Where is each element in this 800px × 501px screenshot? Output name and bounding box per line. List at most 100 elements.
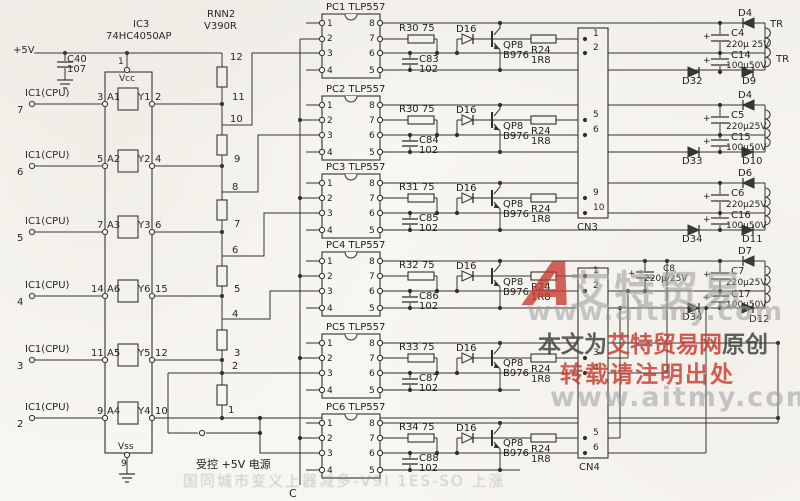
schematic-label: R24 <box>531 45 551 56</box>
schematic-label: C85 <box>419 213 439 224</box>
r31-label: R31 75 <box>399 182 435 193</box>
cap-gap <box>710 295 730 303</box>
pin-terminal <box>376 339 384 347</box>
schematic-label: 8 <box>232 182 238 193</box>
diode-icon <box>741 302 755 314</box>
schematic-label: 1R8 <box>531 292 551 303</box>
schematic-label: 6 <box>155 220 161 231</box>
pc5-title: PC5 TLP557 <box>326 322 385 333</box>
junction-dot <box>497 180 503 186</box>
pin-terminal <box>376 287 384 295</box>
diode-icon <box>461 114 475 126</box>
transistor-emitter-arrow <box>494 363 500 368</box>
buffer-cell <box>117 279 139 303</box>
schematic-label: 1R8 <box>531 55 551 66</box>
schematic-label: R24 <box>531 444 551 455</box>
junction-dot <box>582 117 588 123</box>
ic3-pin1: 1 <box>118 57 124 67</box>
pin-terminal <box>318 272 326 280</box>
rnn2-part: V390R <box>204 21 237 32</box>
schematic-label: B976 <box>503 131 529 142</box>
cap-gap <box>710 116 730 124</box>
schematic-label: 3 <box>327 49 333 59</box>
schematic-label: Y3 <box>137 220 150 231</box>
cap-gap <box>400 458 420 465</box>
schematic-label: 15 <box>155 284 168 295</box>
ic3-body <box>104 71 153 454</box>
ic3-ref: IC3 <box>133 19 149 30</box>
r33-label: R33 75 <box>399 342 435 353</box>
junction-dot <box>454 50 460 56</box>
junction-dot <box>407 210 413 216</box>
junction-dot <box>434 450 440 456</box>
schematic-label: 2 <box>232 361 238 372</box>
pin-terminal <box>376 209 384 217</box>
schematic-label: A2 <box>107 154 120 165</box>
junction-dot <box>454 132 460 138</box>
pin-terminal <box>28 100 36 108</box>
junction-dot <box>407 227 413 233</box>
schematic-label: D16 <box>456 261 476 272</box>
pin-terminal <box>198 429 206 437</box>
junction-dot <box>407 50 413 56</box>
ic-notch <box>344 95 358 103</box>
schematic-label: 4 <box>155 154 161 165</box>
polarity-plus-sign: + <box>703 293 711 303</box>
pin-terminal <box>101 100 109 108</box>
pin-terminal <box>376 354 384 362</box>
schematic-label: D16 <box>456 24 476 35</box>
schematic-label: 4 <box>327 148 333 158</box>
schematic-label: B976 <box>503 209 529 220</box>
junction-dot <box>219 229 225 235</box>
pin-terminal <box>318 304 326 312</box>
pin-terminal <box>28 414 36 422</box>
junction-dot <box>219 293 225 299</box>
junction-dot <box>454 450 460 456</box>
junction-dot <box>407 467 413 473</box>
schematic-label: 11 <box>232 92 245 103</box>
schematic-label: 4 <box>327 66 333 76</box>
tr-label: TR <box>769 19 783 30</box>
schematic-label: 4 <box>327 386 333 396</box>
schematic-label: 2 <box>327 434 333 444</box>
schematic-label: 1R8 <box>531 374 551 385</box>
schematic-label: 3 <box>97 92 103 103</box>
schematic-label: 4 <box>17 297 23 308</box>
junction-dot <box>497 387 503 393</box>
schematic-label: C16 <box>731 210 751 221</box>
schematic-label: C7 <box>731 266 744 277</box>
pin-terminal <box>318 194 326 202</box>
schematic-label: D6 <box>738 168 752 179</box>
schematic-label: 6 <box>369 209 375 219</box>
schematic-label: 11 <box>91 348 104 359</box>
pin-terminal <box>318 466 326 474</box>
schematic-label: 1 <box>327 339 333 349</box>
schematic-label: 1R8 <box>531 454 551 465</box>
schematic-label: 6 <box>17 167 23 178</box>
pin-terminal <box>123 66 131 74</box>
diode-icon <box>461 192 475 204</box>
schematic-label: 1 <box>327 257 333 267</box>
polarity-plus-sign: + <box>703 270 711 280</box>
junction-dot <box>497 227 503 233</box>
diode-icon <box>741 146 755 158</box>
schematic-label: A6 <box>107 284 120 295</box>
schematic-label: D7 <box>738 246 752 257</box>
schematic-label: 8 <box>369 101 375 111</box>
schematic-label: A3 <box>107 220 120 231</box>
junction-dot <box>219 163 225 169</box>
pin-terminal <box>318 449 326 457</box>
resistor <box>407 433 435 443</box>
junction-dot <box>717 258 723 264</box>
schematic-label: 1 <box>327 419 333 429</box>
junction-dot <box>717 20 723 26</box>
pin-terminal <box>318 226 326 234</box>
cap-gap <box>400 218 420 225</box>
schematic-label: 220μ25V <box>726 200 767 210</box>
pin-terminal <box>376 49 384 57</box>
junction-dot <box>497 20 503 26</box>
pin-terminal <box>101 356 109 364</box>
polarity-plus-sign: + <box>703 32 711 42</box>
schematic-label: 2 <box>327 272 333 282</box>
